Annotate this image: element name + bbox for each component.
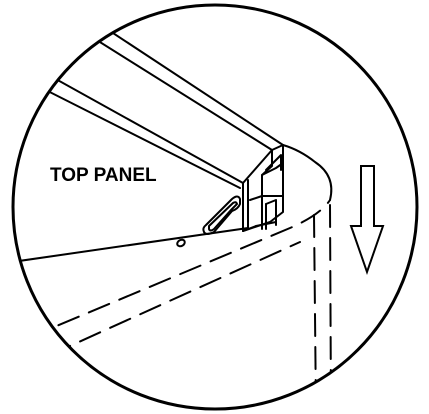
hidden-cabinet-edges xyxy=(27,199,332,409)
round-hole xyxy=(176,238,186,248)
detail-circle xyxy=(11,3,419,411)
top-panel-rails xyxy=(13,7,284,189)
down-arrow-icon xyxy=(349,165,385,276)
slot-hole xyxy=(202,195,241,235)
corner-bracket xyxy=(242,144,284,232)
cabinet-corner-edge xyxy=(282,144,333,201)
top-panel-label: TOP PANEL xyxy=(50,165,157,186)
